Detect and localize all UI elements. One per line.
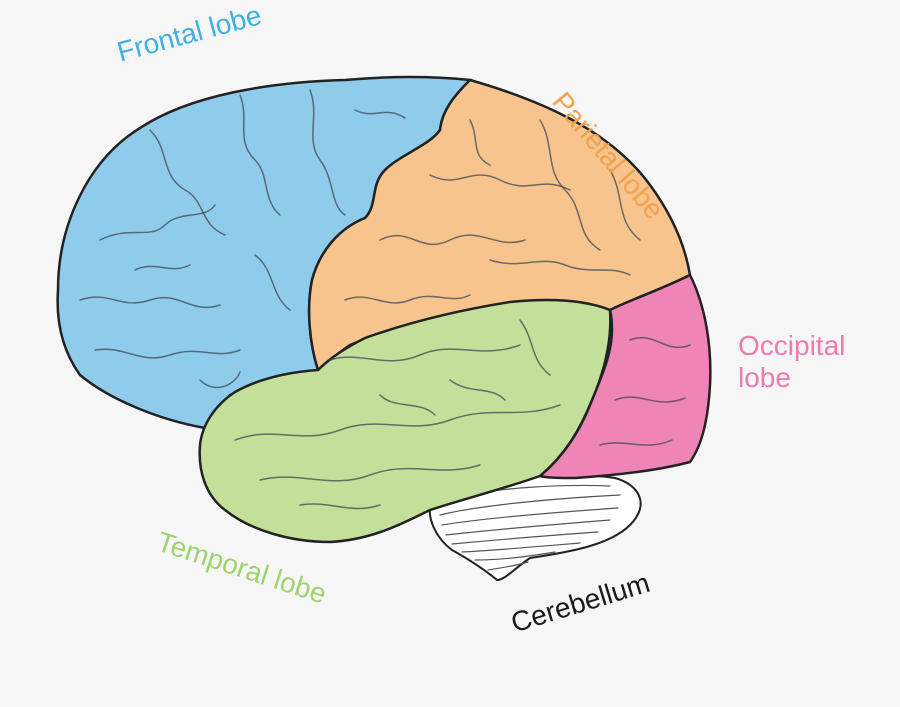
temporal-lobe-region xyxy=(198,298,612,544)
occipital-lobe-region xyxy=(537,273,712,480)
occipital-label-line2: lobe xyxy=(738,362,791,394)
occipital-label-line1: Occipital xyxy=(738,330,846,361)
cerebellum-region xyxy=(428,474,642,582)
occipital-lobe-label: Occipital lobe xyxy=(738,330,845,394)
